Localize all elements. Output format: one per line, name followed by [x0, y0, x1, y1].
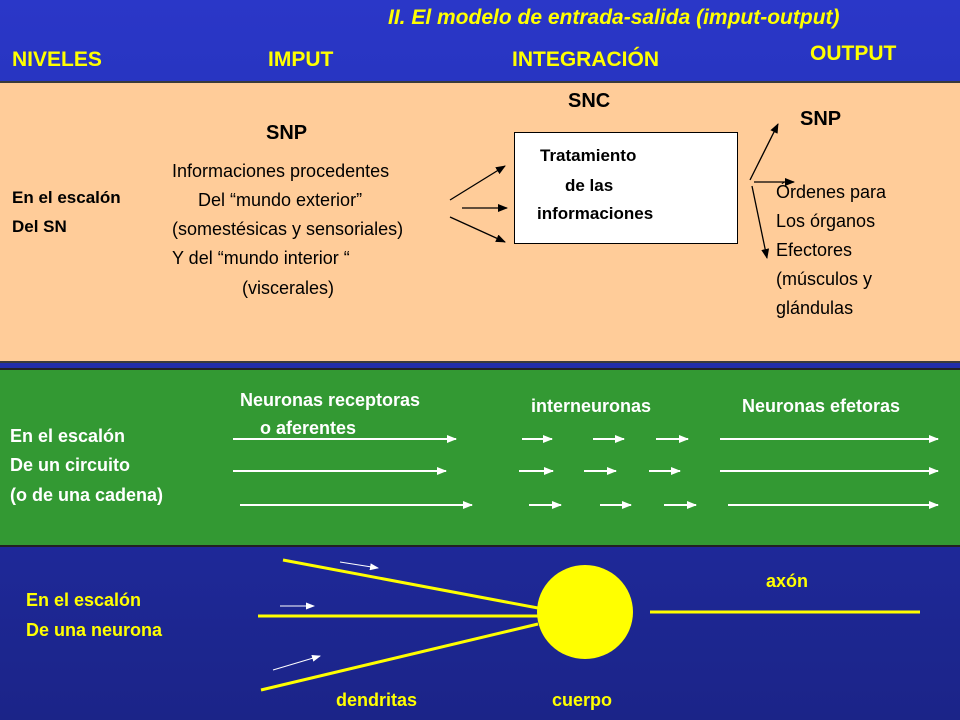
- dendrite-bottom: [260, 622, 539, 692]
- snp-input-label: SNP: [266, 122, 308, 144]
- signal-arrow-bottom: [272, 654, 321, 671]
- level-neuron-line1: En el escalón: [26, 590, 142, 610]
- input-line-1: Informaciones procedentes: [172, 161, 390, 181]
- axon-label: axón: [766, 571, 809, 591]
- dendritas-label: dendritas: [336, 690, 418, 710]
- header-output: OUTPUT: [810, 42, 897, 65]
- output-line-4: (músculos y: [776, 269, 873, 289]
- level-neuron-line2: De una neurona: [26, 620, 163, 640]
- input-arrows: [449, 165, 508, 243]
- output-arrow-up: [749, 123, 779, 181]
- level-sn-line2: Del SN: [12, 217, 67, 236]
- signal-arrows: [272, 561, 379, 671]
- snp-output-label: SNP: [800, 108, 842, 130]
- output-line-3: Efectores: [776, 240, 853, 260]
- input-line-5: (viscerales): [242, 278, 335, 298]
- level-circuit-line2: De un circuito: [10, 455, 131, 475]
- dendrite-top: [282, 558, 539, 610]
- header-niveles: NIVELES: [12, 48, 102, 71]
- panel-circuito: [0, 368, 960, 547]
- input-arrow-down: [449, 216, 506, 243]
- interneuronas-label: interneuronas: [531, 396, 652, 416]
- box-line-1: Tratamiento: [540, 146, 637, 165]
- efectoras-label: Neuronas efetoras: [742, 396, 901, 416]
- integration-box: [514, 132, 738, 244]
- panel-sistema-nervioso: [0, 81, 960, 363]
- input-arrow-up: [449, 165, 506, 201]
- slide-title: II. El modelo de entrada-salida (imput-o…: [388, 6, 840, 29]
- circuit-arrows: [233, 435, 939, 509]
- box-line-2: de las: [565, 176, 614, 195]
- receptoras-label-line2: o aferentes: [260, 418, 357, 438]
- cuerpo-label: cuerpo: [552, 690, 613, 710]
- output-line-5: glándulas: [776, 298, 854, 318]
- input-line-4: Y del “mundo interior “: [172, 248, 350, 268]
- neuron-drawing: [258, 558, 920, 692]
- output-arrows: [749, 123, 795, 259]
- snc-label: SNC: [568, 90, 611, 112]
- header-imput: IMPUT: [268, 48, 334, 71]
- level-circuit-line1: En el escalón: [10, 426, 126, 446]
- output-arrow-down: [751, 185, 770, 259]
- receptoras-label-line1: Neuronas receptoras: [240, 390, 421, 410]
- output-line-2: Los órganos: [776, 211, 876, 231]
- input-line-2: Del “mundo exterior”: [198, 190, 363, 210]
- signal-arrow-top: [339, 561, 379, 571]
- input-line-3: (somestésicas y sensoriales): [172, 219, 404, 239]
- output-line-1: Órdenes para: [776, 182, 887, 202]
- level-circuit-line3: (o de una cadena): [10, 485, 164, 505]
- box-line-3: informaciones: [537, 204, 654, 223]
- header-integracion: INTEGRACIÓN: [512, 48, 659, 71]
- cell-body: [537, 565, 633, 659]
- level-sn-line1: En el escalón: [12, 188, 121, 207]
